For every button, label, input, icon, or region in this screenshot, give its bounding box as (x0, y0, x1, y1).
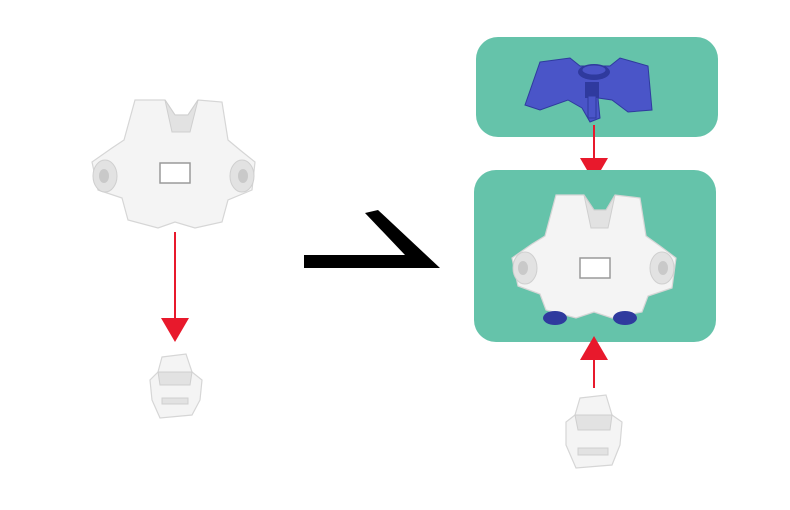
torso-block-assembled (511, 194, 677, 325)
lower-joint-piece (149, 353, 203, 419)
torso-block (91, 99, 256, 229)
step-after (474, 37, 718, 469)
red-arrow-up (580, 336, 608, 388)
step-arrow-icon (304, 210, 440, 268)
red-arrow-down (161, 232, 189, 342)
step-before (91, 99, 256, 419)
lower-joint-piece-right (565, 394, 623, 469)
blue-cockpit-piece (524, 57, 653, 123)
